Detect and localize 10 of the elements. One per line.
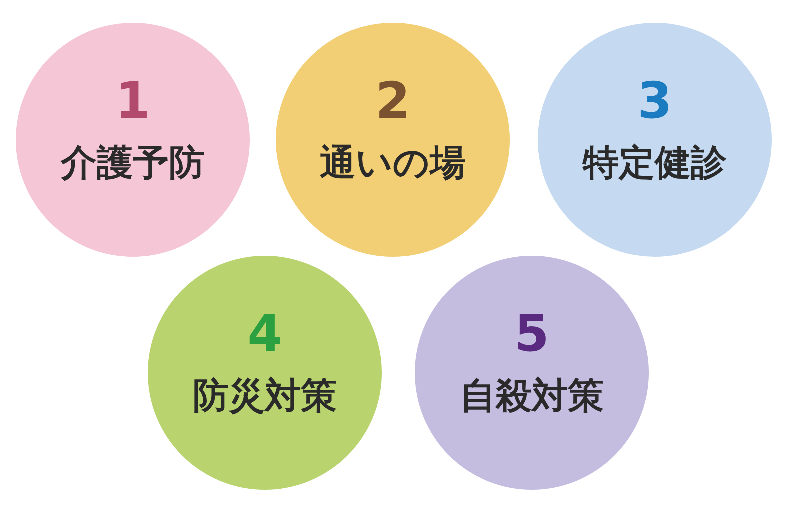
circle-label: 通いの場 bbox=[320, 146, 466, 182]
number-label: 2 bbox=[376, 76, 410, 126]
number-label: 3 bbox=[638, 76, 672, 126]
circle-label: 介護予防 bbox=[61, 146, 205, 182]
number-label: 5 bbox=[514, 309, 550, 359]
circle-label: 自殺対策 bbox=[460, 379, 604, 415]
circle-label: 特定健診 bbox=[583, 146, 727, 182]
number-label: 1 bbox=[116, 76, 150, 126]
number-label: 4 bbox=[248, 309, 282, 359]
circle-label: 防災対策 bbox=[193, 379, 337, 415]
